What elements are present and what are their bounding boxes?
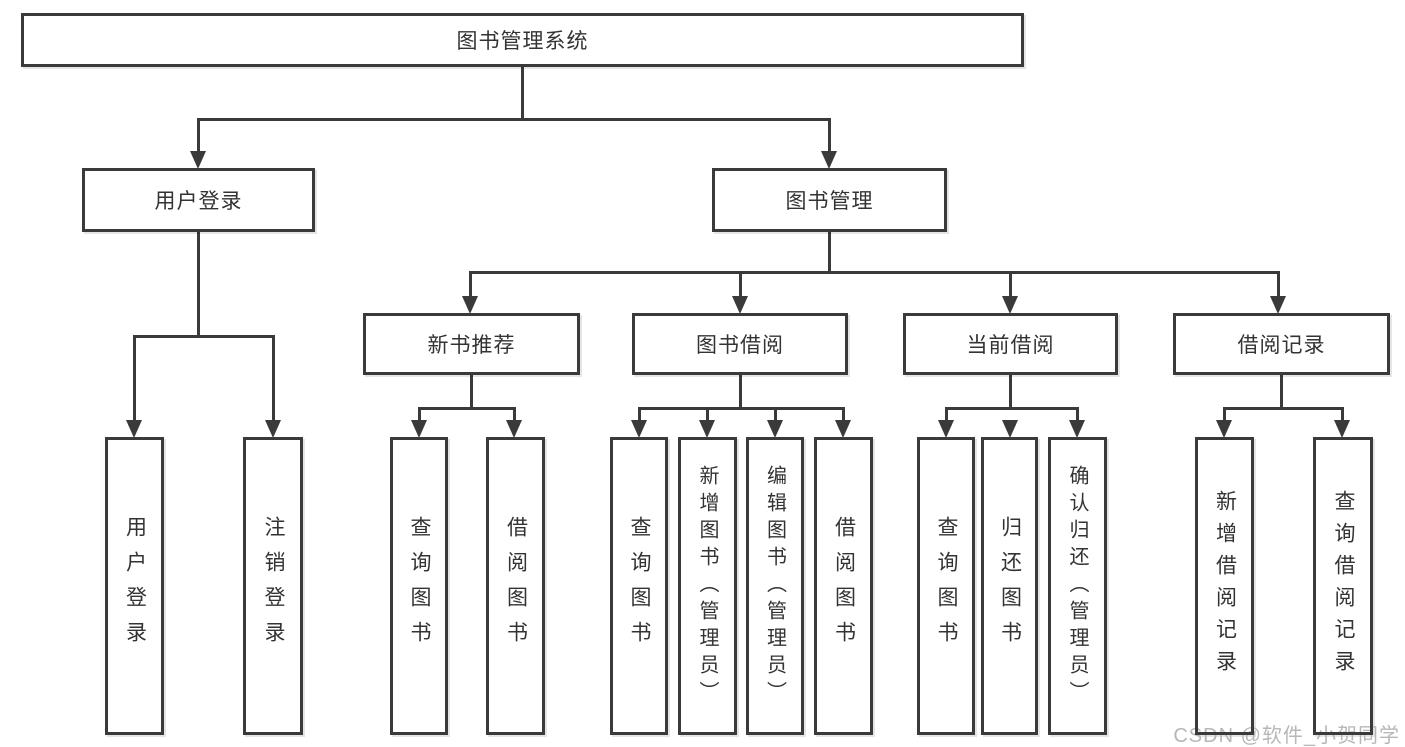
node-label: 查询借阅记录 <box>1332 490 1355 682</box>
arrowhead-down-icon <box>462 296 478 314</box>
node-label: 查询图书 <box>935 516 958 656</box>
arrowhead-down-icon <box>767 420 783 438</box>
connector-line <box>196 119 200 152</box>
connector-line <box>468 272 472 297</box>
connector-line <box>512 408 516 421</box>
leaf-edit-books-admin: 编辑图书（管理员） <box>746 437 804 735</box>
leaf-add-borrow-record: 新增借阅记录 <box>1195 437 1254 735</box>
arrowhead-down-icon <box>835 420 851 438</box>
arrowhead-down-icon <box>506 420 522 438</box>
node-label: 查询图书 <box>628 516 651 656</box>
node-label: 查询图书 <box>408 516 431 656</box>
leaf-query-books-current: 查询图书 <box>917 437 975 735</box>
connector-line <box>944 406 1079 410</box>
arrowhead-down-icon <box>732 296 748 314</box>
connector-line <box>705 408 709 421</box>
leaf-user-login: 用户登录 <box>105 437 164 735</box>
node-label: 图书管理 <box>785 190 874 213</box>
node-label: 借阅图书 <box>832 516 856 656</box>
leaf-query-books-borrowing: 查询图书 <box>610 437 668 735</box>
node-label: 编辑图书（管理员） <box>763 464 786 708</box>
connector-line <box>196 232 200 338</box>
node-label: 注销登录 <box>262 516 285 656</box>
node-label: 用户登录 <box>154 190 243 213</box>
connector-line <box>520 67 524 121</box>
node-label: 归还图书 <box>998 516 1022 656</box>
arrowhead-down-icon <box>938 420 954 438</box>
connector-line <box>417 406 516 410</box>
connector-line <box>944 408 948 421</box>
node-borrowing-records: 借阅记录 <box>1173 313 1390 375</box>
node-label: 借阅记录 <box>1237 334 1326 357</box>
node-new-book-recommend: 新书推荐 <box>363 313 580 375</box>
connector-line <box>1222 406 1344 410</box>
node-current-borrowing: 当前借阅 <box>903 313 1118 375</box>
connector-line <box>827 232 831 274</box>
arrowhead-down-icon <box>699 420 715 438</box>
connector-line <box>738 272 742 297</box>
node-label: 用户登录 <box>123 516 147 656</box>
node-label: 新书推荐 <box>427 334 516 357</box>
connector-line <box>1008 272 1012 297</box>
connector-line <box>637 408 641 421</box>
node-book-management: 图书管理 <box>712 168 947 232</box>
leaf-return-books: 归还图书 <box>981 437 1038 735</box>
arrowhead-down-icon <box>1270 296 1286 314</box>
leaf-borrow-books-borrowing: 借阅图书 <box>814 437 873 735</box>
node-label: 新增借阅记录 <box>1213 490 1237 682</box>
arrowhead-down-icon <box>821 151 837 169</box>
arrowhead-down-icon <box>1334 420 1350 438</box>
node-label: 新增图书（管理员） <box>696 464 718 708</box>
arrowhead-down-icon <box>631 420 647 438</box>
connector-line <box>1340 408 1344 421</box>
connector-line <box>841 408 845 421</box>
csdn-watermark: CSDN @软件_小贺同学 <box>1173 725 1400 747</box>
node-book-borrowing: 图书借阅 <box>632 313 848 375</box>
connector-line <box>271 336 275 421</box>
connector-line <box>1008 375 1012 410</box>
node-library-system: 图书管理系统 <box>21 13 1024 67</box>
leaf-confirm-return-admin: 确认归还（管理员） <box>1048 437 1107 735</box>
connector-line <box>773 408 777 421</box>
connector-line <box>469 375 473 410</box>
arrowhead-down-icon <box>265 420 281 438</box>
arrowhead-down-icon <box>190 151 206 169</box>
leaf-query-books-recommend: 查询图书 <box>390 437 448 735</box>
connector-line <box>132 334 275 338</box>
connector-line <box>1276 272 1280 297</box>
connector-line <box>1075 408 1079 421</box>
connector-line <box>132 336 136 421</box>
node-label: 图书管理系统 <box>456 30 589 53</box>
connector-line <box>637 406 845 410</box>
connector-line <box>417 408 421 421</box>
arrowhead-down-icon <box>126 420 142 438</box>
node-label: 借阅图书 <box>504 516 528 656</box>
leaf-add-books-admin: 新增图书（管理员） <box>678 437 737 735</box>
connector-line <box>827 119 831 152</box>
leaf-query-borrow-record: 查询借阅记录 <box>1313 437 1373 735</box>
connector-line <box>196 117 831 121</box>
connector-line <box>468 270 1280 274</box>
connector-line <box>738 375 742 410</box>
arrowhead-down-icon <box>1216 420 1232 438</box>
arrowhead-down-icon <box>1002 420 1018 438</box>
arrowhead-down-icon <box>1069 420 1085 438</box>
connector-line <box>1222 408 1226 421</box>
arrowhead-down-icon <box>411 420 427 438</box>
node-label: 确认归还（管理员） <box>1066 464 1088 708</box>
leaf-logout-login: 注销登录 <box>243 437 303 735</box>
node-label: 图书借阅 <box>696 334 784 357</box>
arrowhead-down-icon <box>1002 296 1018 314</box>
node-label: 当前借阅 <box>966 334 1055 357</box>
node-user-login: 用户登录 <box>82 168 315 232</box>
leaf-borrow-books-recommend: 借阅图书 <box>486 437 545 735</box>
connector-line <box>1279 375 1283 410</box>
